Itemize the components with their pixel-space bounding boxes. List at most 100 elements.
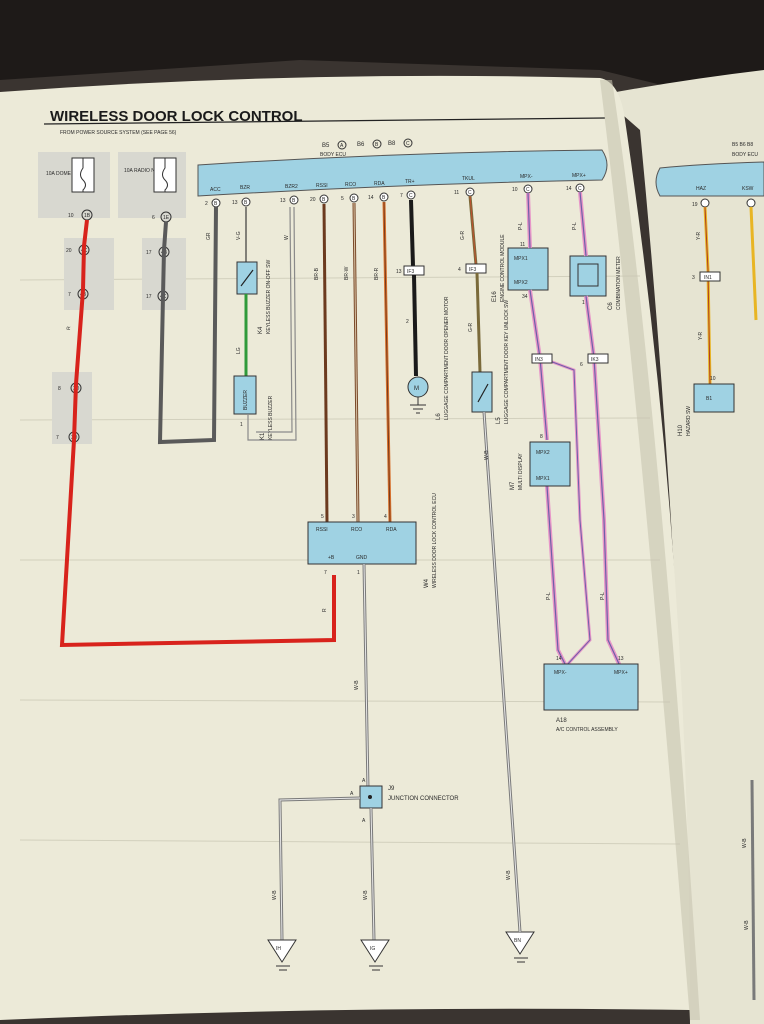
k1-pin: 1 — [240, 422, 243, 428]
wire-mpx-plus-stripe — [579, 191, 621, 667]
a18-code: A18 — [556, 718, 567, 724]
pin-label-mpx-plus: MPX+ — [572, 173, 586, 179]
wire-l5-ground-label-2: W-B — [506, 870, 512, 880]
wire-tkul-label: G-R — [460, 230, 466, 240]
h10-name: HAZARD SW — [686, 406, 692, 436]
wire-mpx-minus-label-2: P-L — [546, 592, 552, 600]
splice-pin-2: 7 — [56, 435, 59, 441]
pin-label-bzr2: BZR2 — [285, 184, 298, 190]
l5-name: LUGGAGE COMPARTMENT DOOR KEY UNLOCK SW — [504, 300, 510, 424]
l6-motor-label: M — [414, 386, 419, 392]
m7-plug-in3 — [531, 353, 553, 364]
wire-mpx-plus-label: P-L — [572, 222, 578, 230]
ground-ih-label: IH — [276, 946, 281, 952]
right-page-wire-lower — [750, 779, 756, 1001]
right-ecu-pin-haz: HAZ — [696, 186, 706, 192]
m7-plug-ik3-label: IK3 — [591, 357, 599, 363]
wire-l5-ground-label: W-B — [484, 450, 490, 460]
w4-code: W4 — [424, 578, 430, 588]
ground-ig-triangle — [360, 939, 390, 963]
m7-pin-6: 6 — [580, 362, 583, 368]
wire-j9-ig-label: W-B — [363, 890, 369, 900]
w4-pin-gnd: GND — [356, 555, 368, 561]
wire-w4-gnd-label: W-B — [354, 680, 360, 690]
right-page — [600, 70, 764, 1024]
wire-rco-label: BR-W — [344, 266, 350, 280]
pin-conn-tr — [406, 190, 416, 200]
c6-name: COMBINATION METER — [616, 256, 622, 310]
ground-ih: IH — [267, 939, 297, 971]
m7-name: MULTI DISPLAY — [518, 453, 524, 490]
pin-conn-acc-letter: B — [214, 201, 218, 207]
a18-pin-num-1: 14 — [556, 656, 562, 662]
right-page-wire-lower-label: W-B — [742, 838, 748, 848]
fuse-radio-pin-3: 17 — [146, 294, 152, 300]
conn-b8-letter: C — [406, 141, 410, 147]
right-ecu-connectors: B5 B6 B8 — [732, 142, 753, 148]
pin-conn-mpx-minus-letter: C — [526, 187, 530, 193]
j9-pin-left: A — [350, 791, 354, 797]
j9-splice-dot — [368, 795, 372, 799]
pin-num-acc: 2 — [205, 201, 208, 207]
pin-conn-bzr-letter: B — [244, 200, 248, 206]
l5-pin: 4 — [458, 267, 461, 273]
wire-gray-label: GR — [206, 232, 212, 240]
e16-pin-2: 34 — [522, 294, 528, 300]
right-body-ecu-bar — [655, 161, 764, 197]
fuse-dome-ref-1: 1B — [84, 213, 91, 219]
fuse-radio-element — [162, 158, 168, 192]
w4-pin-num-1: 5 — [321, 514, 324, 520]
e16-label-2: MPX2 — [514, 280, 528, 286]
pin-label-tr: TR+ — [405, 179, 415, 185]
k4-name: KEYLESS BUZZER ON-OFF SW — [266, 260, 272, 334]
l6-pin-2: 2 — [406, 319, 409, 325]
w4-pin-num-3: 4 — [384, 514, 387, 520]
c6-code: C6 — [608, 302, 614, 310]
pin-label-acc: ACC — [210, 187, 221, 193]
ground-ig-label: IG — [370, 946, 375, 952]
wire-bzr2-b — [256, 206, 293, 433]
wire-tkul-lower — [475, 272, 482, 373]
ground-bn-label: BN — [514, 938, 521, 944]
w4-pin-num-2: 3 — [352, 514, 355, 520]
w4-ecu-box — [307, 521, 417, 565]
wire-rssi-label: BR-B — [314, 267, 320, 280]
l6-code: L6 — [436, 413, 442, 420]
a18-pin-mpx-minus: MPX- — [554, 670, 567, 676]
wire-haz-stripe — [704, 206, 711, 385]
wire-tkul-lower-label: G-R — [468, 322, 474, 332]
wire-haz-label-2: Y-R — [698, 331, 704, 340]
a18-pin-num-2: 13 — [618, 656, 624, 662]
w4-pin-rda: RDA — [386, 527, 397, 533]
pin-conn-bzr — [241, 197, 251, 207]
j9-code: J9 — [388, 786, 395, 792]
wire-bzr-label: V-G — [236, 231, 242, 240]
fuse-radio-pin-1: 6 — [152, 215, 155, 221]
pin-num-rssi: 20 — [310, 197, 316, 203]
conn-b6-letter: B — [375, 142, 379, 148]
wire-j9-ih-label: W-B — [272, 890, 278, 900]
pin-conn-mpx-plus-letter: C — [578, 186, 582, 192]
wire-rco-stripe — [353, 202, 359, 523]
m7-code: M7 — [510, 481, 516, 490]
right-ecu-pin-ksw: KSW — [742, 186, 754, 192]
pin-num-rda: 14 — [368, 195, 374, 201]
m7-plug-ik3 — [587, 353, 609, 364]
wire-haz-label: Y-R — [696, 231, 702, 240]
wire-j9-ig-core — [370, 807, 375, 941]
w4-pin-rco: RCO — [351, 527, 362, 533]
m7-label-2: MPX1 — [536, 476, 550, 482]
pin-label-rco: RCO — [345, 182, 356, 188]
ground-ih-triangle — [267, 939, 297, 963]
fuse-radio-ref-1: 1E — [163, 215, 170, 221]
wire-gray-acc — [157, 206, 218, 445]
fuse-dome-element — [80, 158, 86, 192]
pin-num-tr: 7 — [400, 193, 403, 199]
pin-num-mpx-plus: 14 — [566, 186, 572, 192]
w4-pin-b: +B — [328, 555, 335, 561]
body-ecu-header: B5 A B6 B B8 C BODY ECU — [320, 138, 413, 158]
w4-name: WIRELESS DOOR LOCK CONTROL ECU — [432, 493, 438, 588]
h10-hazard-sw — [693, 383, 735, 413]
right-page-wire-lower-label-2: W-B — [744, 920, 750, 930]
